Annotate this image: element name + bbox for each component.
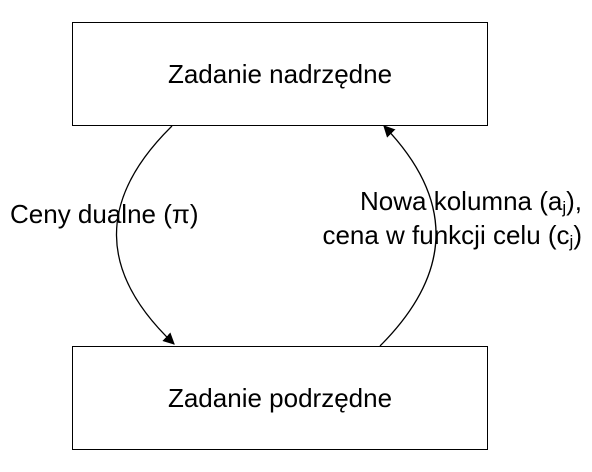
objective-cost-subscript: j (569, 232, 574, 251)
new-column-line: Nowa kolumna (aj), (322, 184, 582, 218)
subproblem-box: Zadanie podrzędne (72, 346, 488, 450)
master-problem-label: Zadanie nadrzędne (167, 58, 393, 89)
objective-cost-text: cena w funkcji celu (c (322, 220, 570, 250)
dual-prices-close-paren: ) (189, 199, 199, 229)
dual-prices-label: Ceny dualne (π) (10, 197, 199, 231)
new-column-subscript: j (562, 198, 567, 217)
objective-cost-line: cena w funkcji celu (cj) (322, 218, 582, 252)
pi-symbol: π (171, 199, 190, 229)
subproblem-label: Zadanie podrzędne (167, 382, 393, 413)
dual-prices-arrow (115, 125, 175, 345)
objective-cost-close: ) (573, 220, 582, 250)
new-column-text: Nowa kolumna (a (360, 186, 563, 216)
new-column-label: Nowa kolumna (aj), cena w funkcji celu (… (322, 184, 582, 252)
new-column-close: ), (566, 186, 582, 216)
dual-prices-text: Ceny dualne ( (10, 199, 172, 229)
master-problem-box: Zadanie nadrzędne (72, 22, 488, 126)
new-column-arrow (379, 125, 437, 347)
